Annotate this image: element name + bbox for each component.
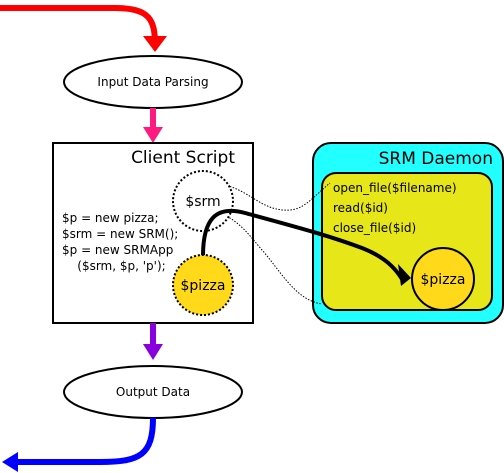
input-node-label: Input Data Parsing bbox=[97, 75, 208, 89]
entry-arrow bbox=[0, 5, 158, 46]
entry-arrowhead bbox=[143, 36, 167, 52]
daemon-method-3: close_file($id) bbox=[333, 221, 416, 235]
client-pizza-label: $pizza bbox=[181, 278, 226, 294]
client-to-output-arrowhead bbox=[143, 344, 163, 360]
daemon-pizza-circle bbox=[411, 247, 475, 311]
client-pizza-circle bbox=[172, 254, 234, 316]
pizza-transfer-arrow bbox=[201, 208, 404, 281]
client-code-line-4: ($srm, $p, 'p'); bbox=[62, 259, 166, 273]
srm-link-lower bbox=[223, 214, 323, 305]
input-to-client-arrowhead bbox=[143, 127, 163, 143]
client-code-line-1: $p = new pizza; bbox=[62, 211, 159, 225]
pizza-transfer-arrowhead bbox=[398, 264, 411, 286]
daemon-pizza-label: $pizza bbox=[421, 272, 466, 288]
client-code-line-2: $srm = new SRM(); bbox=[62, 227, 178, 241]
daemon-method-1: open_file($filename) bbox=[333, 181, 457, 195]
client-script-title: Client Script bbox=[131, 148, 235, 168]
output-node-label: Output Data bbox=[116, 385, 190, 399]
client-code-line-3: $p = new SRMApp bbox=[62, 243, 173, 257]
exit-arrowhead bbox=[2, 452, 18, 472]
srm-object-label: $srm bbox=[185, 194, 220, 210]
daemon-method-2: read($id) bbox=[333, 201, 388, 215]
srm-daemon-title: SRM Daemon bbox=[379, 149, 493, 169]
exit-arrow bbox=[16, 417, 156, 465]
